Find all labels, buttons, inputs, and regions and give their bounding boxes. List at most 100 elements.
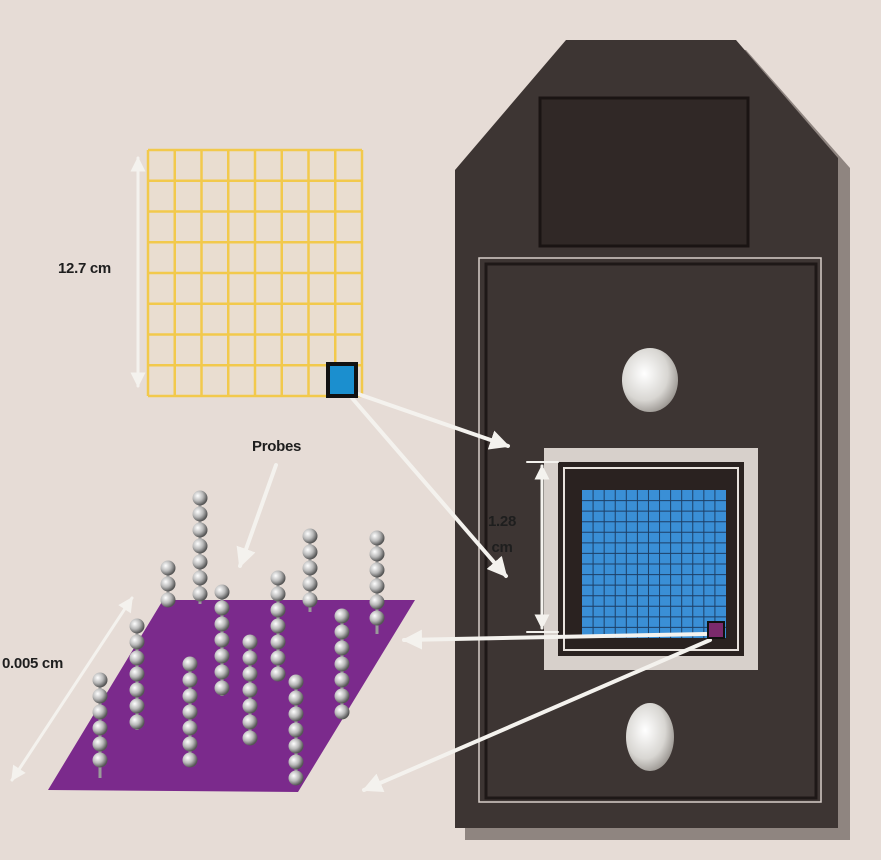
- upper-port-hole: [622, 348, 678, 412]
- cartridge-window: [538, 96, 750, 248]
- probe-bead: [92, 704, 108, 720]
- probe-bead: [214, 680, 230, 696]
- probe-strand: [192, 490, 208, 604]
- probe-bead: [302, 576, 318, 592]
- probe-bead: [182, 736, 198, 752]
- probe-bead: [302, 592, 318, 608]
- probe-bead: [302, 528, 318, 544]
- probe-bead: [92, 736, 108, 752]
- probe-bead: [270, 650, 286, 666]
- wafer-grid: [146, 148, 364, 398]
- probe-bead: [242, 698, 258, 714]
- selected-wafer-cell: [326, 362, 358, 398]
- probe-bead: [182, 656, 198, 672]
- probe-bead: [129, 714, 145, 730]
- probe-bead: [369, 530, 385, 546]
- probe-bead: [214, 584, 230, 600]
- probe-bead: [242, 666, 258, 682]
- probe-strand: [288, 674, 304, 786]
- selected-chip-cell: [707, 621, 725, 639]
- probe-bead: [242, 634, 258, 650]
- probe-bead: [334, 704, 350, 720]
- probe-bead: [129, 650, 145, 666]
- chip-cell-to-probes-arrows: [362, 629, 712, 793]
- probe-bead: [129, 682, 145, 698]
- probe-bead: [369, 610, 385, 626]
- probe-bead: [334, 608, 350, 624]
- probe-bead: [334, 656, 350, 672]
- probe-bead: [369, 578, 385, 594]
- probe-strand: [302, 528, 318, 612]
- probe-bead: [288, 770, 304, 786]
- wafer-to-chip-arrows: [350, 392, 510, 578]
- probe-bead: [92, 688, 108, 704]
- probe-bead: [214, 632, 230, 648]
- probe-bead: [270, 586, 286, 602]
- probe-bead: [92, 720, 108, 736]
- probe-bead: [242, 714, 258, 730]
- probe-bead: [242, 730, 258, 746]
- probe-bead: [334, 672, 350, 688]
- chip-size-unit: cm: [491, 539, 513, 556]
- probes-label: Probes: [252, 438, 302, 455]
- probe-strand: [160, 560, 176, 608]
- probe-bead: [242, 682, 258, 698]
- probe-strand: [369, 530, 385, 634]
- probe-bead: [288, 706, 304, 722]
- probe-bead: [214, 664, 230, 680]
- probe-bead: [192, 490, 208, 506]
- probe-bead: [334, 624, 350, 640]
- probes-pointer-arrow: [236, 463, 278, 568]
- probe-bead: [182, 688, 198, 704]
- probe-bead: [288, 722, 304, 738]
- probe-strand: [129, 618, 145, 730]
- probe-bead: [160, 560, 176, 576]
- probe-bead: [192, 554, 208, 570]
- probe-strand: [334, 608, 350, 720]
- probe-bead: [369, 562, 385, 578]
- probe-bead: [288, 690, 304, 706]
- arrows: [10, 156, 712, 793]
- probe-bead: [242, 650, 258, 666]
- probe-bead: [192, 538, 208, 554]
- probe-size-label: 0.005 cm: [2, 655, 63, 672]
- probe-bead: [214, 648, 230, 664]
- probe-bead: [129, 698, 145, 714]
- probe-bead: [369, 594, 385, 610]
- probe-bead: [182, 704, 198, 720]
- chip-cartridge: [455, 40, 850, 840]
- probe-bead: [192, 570, 208, 586]
- probe-bead: [182, 720, 198, 736]
- chip-height-arrow: [526, 461, 559, 633]
- probe-bead: [334, 640, 350, 656]
- probe-bead: [302, 544, 318, 560]
- probe-bead: [214, 616, 230, 632]
- probe-bead: [129, 618, 145, 634]
- probe-bead: [129, 666, 145, 682]
- probe-strand: [182, 656, 198, 768]
- probe-strand: [92, 672, 108, 778]
- chip-size-value: 1.28: [488, 513, 516, 530]
- probe-bead: [160, 576, 176, 592]
- probe-bead: [334, 688, 350, 704]
- probe-bead: [288, 738, 304, 754]
- probe-bead: [270, 634, 286, 650]
- probe-strand: [214, 584, 230, 696]
- probe-area-side-arrow: [10, 596, 134, 782]
- probe-bead: [182, 752, 198, 768]
- probe-strand: [270, 570, 286, 682]
- chip-size-label: 1.28 cm: [474, 509, 530, 561]
- lower-port-hole: [626, 703, 674, 771]
- probe-bead: [369, 546, 385, 562]
- chip-probe-array-grid: [582, 490, 726, 638]
- probe-bead: [129, 634, 145, 650]
- probe-bead: [288, 674, 304, 690]
- probe-bead: [192, 506, 208, 522]
- probe-bead: [192, 522, 208, 538]
- probe-bead: [270, 666, 286, 682]
- probe-bead: [270, 570, 286, 586]
- probe-strand: [242, 634, 258, 746]
- wafer-size-label: 12.7 cm: [58, 260, 111, 277]
